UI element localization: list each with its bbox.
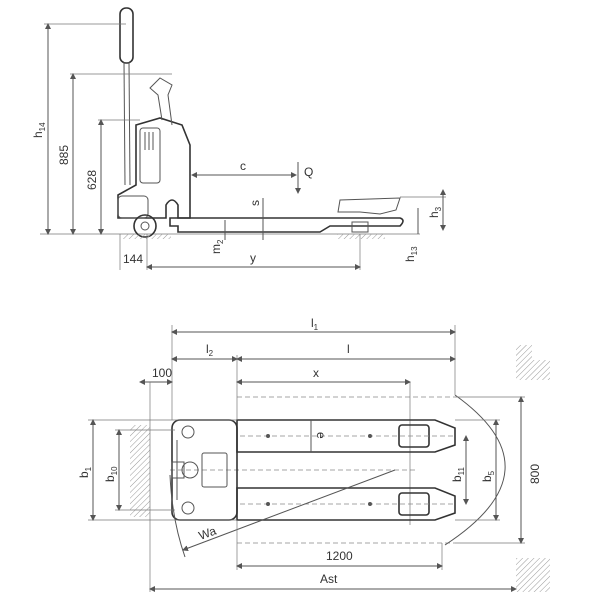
truck-body <box>117 77 191 219</box>
label-m2: m2 <box>209 239 225 254</box>
label-1200: 1200 <box>326 549 353 563</box>
label-100: 100 <box>152 366 172 380</box>
dim-Wa <box>182 469 396 552</box>
label-b11: b11 <box>450 466 466 482</box>
top-view: Wa l1 l2 l x 100 e b1 b10 b11 b5 <box>77 316 550 592</box>
label-Q: Q <box>304 165 313 179</box>
label-b5: b5 <box>480 470 496 482</box>
tiller-handle <box>119 7 134 186</box>
label-628: 628 <box>85 170 99 190</box>
label-e: e <box>314 432 328 439</box>
label-h3: h3 <box>427 206 443 218</box>
turning-arc-right <box>444 394 506 546</box>
label-y: y <box>250 251 256 265</box>
label-l1: l1 <box>311 316 319 332</box>
label-144: 144 <box>123 252 143 266</box>
label-885: 885 <box>57 145 71 165</box>
label-c: c <box>240 159 246 173</box>
label-Ast: Ast <box>320 572 338 586</box>
right-top-wall <box>516 345 550 380</box>
side-view: h14 885 628 c Q s m2 h3 h13 144 y <box>31 7 446 270</box>
label-x: x <box>313 366 319 380</box>
label-h13: h13 <box>403 246 419 262</box>
load-block <box>337 197 401 215</box>
fork-side <box>169 217 404 233</box>
label-b10: b10 <box>103 466 119 482</box>
label-b1: b1 <box>77 466 93 478</box>
right-bottom-wall <box>516 558 550 592</box>
label-l: l <box>347 342 350 356</box>
label-l2: l2 <box>206 342 214 358</box>
fork-upper <box>236 419 456 453</box>
left-wall <box>130 425 150 517</box>
label-s: s <box>248 200 262 206</box>
label-800: 800 <box>528 464 542 484</box>
label-h14: h14 <box>31 122 47 138</box>
label-Wa: Wa <box>197 524 219 543</box>
